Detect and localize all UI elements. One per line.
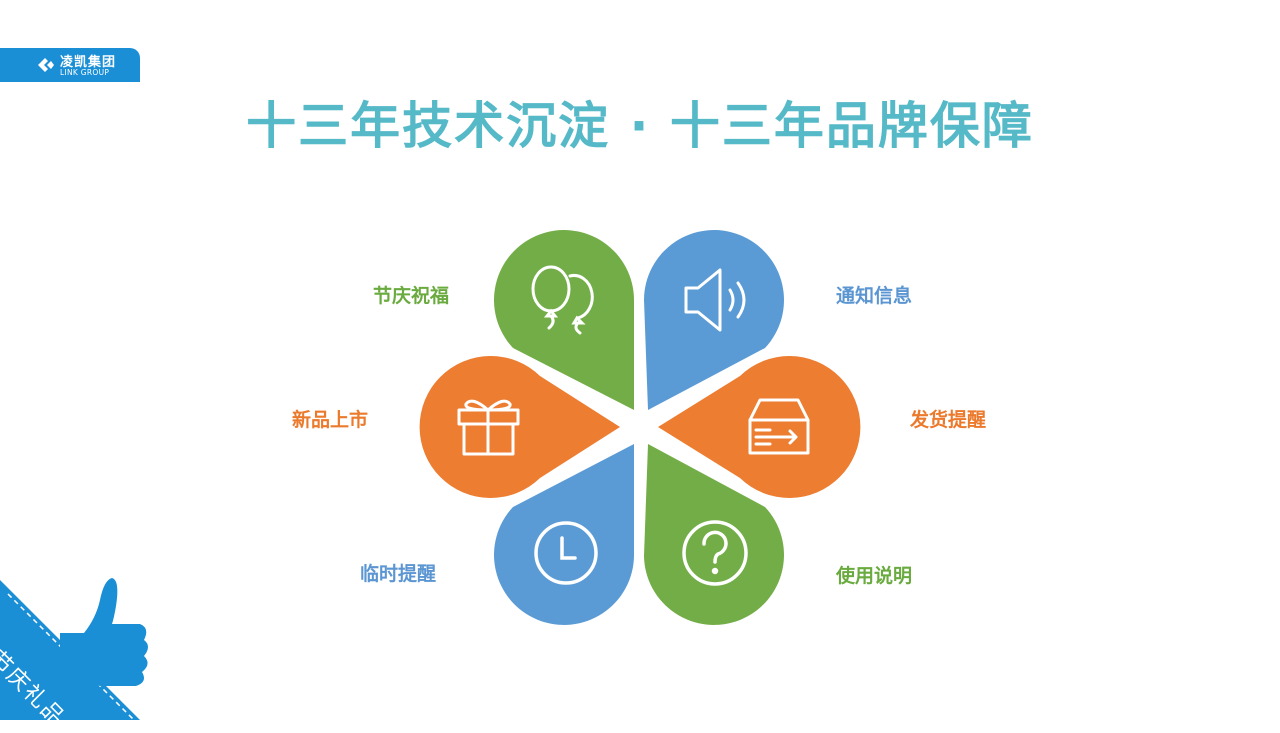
petal-temporary-reminder — [494, 444, 634, 625]
label-temporary-reminder: 临时提醒 — [360, 563, 437, 585]
speaker-icon — [684, 268, 746, 332]
question-icon — [682, 520, 748, 586]
label-shipping-reminder: 发货提醒 — [910, 409, 987, 431]
logo-mark-icon — [38, 58, 54, 72]
label-festival-greetings: 节庆祝福 — [373, 285, 450, 307]
petal-shipping-reminder — [658, 355, 861, 499]
label-user-instructions: 使用说明 — [836, 565, 913, 587]
logo-name-en: LINK GROUP — [60, 68, 110, 77]
petal-new-product — [419, 355, 620, 499]
page-title: 十三年技术沉淀 · 十三年品牌保障 — [246, 97, 1034, 155]
thumbs-up-icon — [60, 578, 148, 686]
petal-festival-greetings — [494, 230, 634, 410]
label-new-product: 新品上市 — [292, 409, 369, 431]
logo-name-cn: 凌凯集团 — [60, 55, 117, 70]
petal-notification-info — [644, 230, 784, 410]
label-notification-info: 通知信息 — [836, 285, 913, 307]
petal-user-instructions — [644, 444, 784, 625]
brand-logo: 凌凯集团 LINK GROUP — [0, 48, 140, 82]
clock-icon — [534, 521, 598, 585]
balloons-icon — [531, 265, 594, 335]
corner-banner — [0, 578, 148, 720]
gift-icon — [457, 399, 520, 456]
delivery-box-icon — [748, 398, 810, 455]
